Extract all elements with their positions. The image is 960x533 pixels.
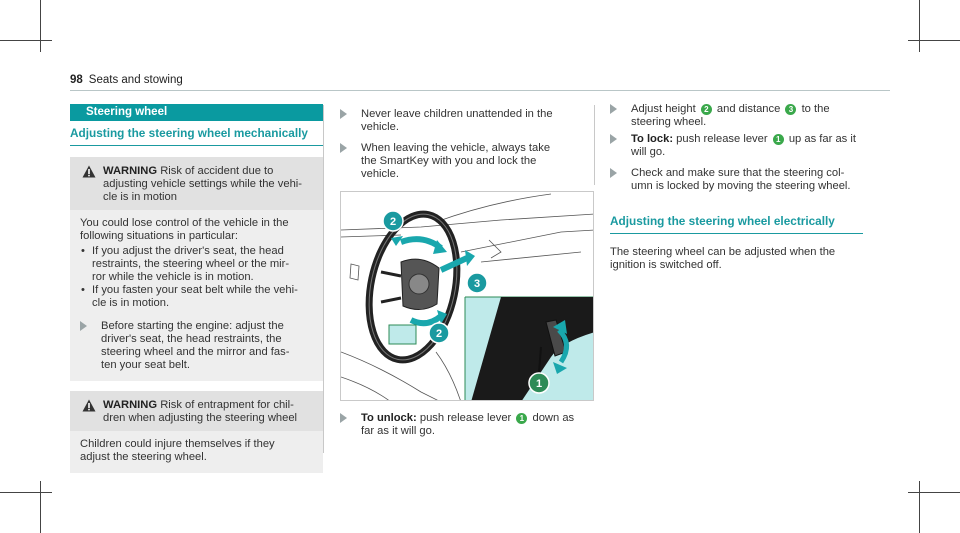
crop-mark — [40, 0, 41, 52]
step-arrow-icon — [340, 143, 347, 153]
callout-number: 2 — [436, 328, 442, 340]
warning-title: WARNING Risk of entrapment for chil- — [103, 399, 294, 411]
warning-header: WARNING Risk of entrapment for chil- dre… — [70, 391, 323, 431]
warning-box-entrapment: WARNING Risk of entrapment for chil- dre… — [70, 391, 323, 473]
step-arrow-icon — [610, 134, 617, 144]
warning-bullet: If you adjust the driver's seat, the hea… — [80, 245, 313, 284]
callout-badge: 2 — [700, 104, 712, 115]
column-left: Steering wheel Adjusting the steering wh… — [70, 104, 323, 473]
callout-badge: 1 — [516, 413, 528, 424]
steering-wheel-drawing: 2 3 2 1 — [341, 193, 593, 400]
warning-bullet-list: If you adjust the driver's seat, the hea… — [80, 245, 313, 310]
step-arrow-icon — [610, 104, 617, 114]
warning-body: Children could injure themselves if they… — [70, 431, 323, 473]
crop-mark — [908, 40, 960, 41]
callout-badge: 3 — [785, 104, 797, 115]
subheading-electrical: Adjusting the steering wheel electricall… — [610, 215, 863, 234]
crop-mark — [919, 481, 920, 533]
instruction-step: To unlock: push release lever 1 down as … — [340, 412, 594, 438]
callout-number: 2 — [390, 216, 396, 228]
warning-text: Children could injure themselves if they — [80, 438, 275, 450]
instruction-step: Check and make sure that the steering co… — [610, 167, 890, 193]
warning-body: You could lose control of the vehicle in… — [70, 210, 323, 381]
warning-box-accident: WARNING Risk of accident due to adjustin… — [70, 157, 323, 381]
step-arrow-icon — [610, 168, 617, 178]
warning-title: WARNING Risk of accident due to — [103, 165, 274, 177]
callout-number: 3 — [474, 278, 480, 290]
warning-header: WARNING Risk of accident due to adjustin… — [70, 157, 323, 210]
warning-text: You could lose control of the vehicle in… — [80, 217, 289, 229]
step-arrow-icon — [340, 109, 347, 119]
crop-mark — [0, 40, 52, 41]
page-header: 98 Seats and stowing — [70, 74, 183, 87]
column-divider — [323, 105, 324, 453]
step-arrow-icon — [340, 413, 347, 423]
warning-text: adjust the steering wheel. — [80, 451, 207, 463]
electrical-text: The steering wheel can be adjusted when … — [610, 246, 836, 271]
section-bar: Steering wheel — [70, 104, 323, 121]
instruction-step: Adjust height 2 and distance 3 to the st… — [610, 103, 890, 129]
warning-triangle-icon — [82, 165, 96, 182]
warning-title-line: adjusting vehicle settings while the veh… — [103, 178, 302, 190]
header-rule — [70, 90, 890, 91]
warning-title-line: cle is in motion — [103, 191, 177, 203]
crop-mark — [0, 492, 52, 493]
column-divider — [594, 105, 595, 185]
crop-mark — [919, 0, 920, 52]
warning-title-line: dren when adjusting the steering wheel — [103, 412, 298, 424]
steering-wheel-illustration: 2 3 2 1 — [340, 191, 594, 401]
section-name: Seats and stowing — [88, 74, 183, 86]
column-right: Adjust height 2 and distance 3 to the st… — [610, 103, 890, 272]
warning-bullet: If you fasten your seat belt while the v… — [80, 284, 313, 310]
callout-number: 1 — [536, 378, 542, 390]
warning-triangle-icon — [82, 399, 96, 416]
callout-badge: 1 — [772, 134, 784, 145]
warning-text: following situations in particular: — [80, 230, 238, 242]
page-number: 98 — [70, 74, 83, 86]
crop-mark — [40, 481, 41, 533]
step-arrow-icon — [80, 321, 87, 331]
subheading-mechanical: Adjusting the steering wheel mechanicall… — [70, 127, 323, 146]
unlock-instruction: To unlock: push release lever 1 down as … — [340, 412, 594, 438]
instruction-step: To lock: push release lever 1 up as far … — [610, 133, 890, 159]
crop-mark — [908, 492, 960, 493]
